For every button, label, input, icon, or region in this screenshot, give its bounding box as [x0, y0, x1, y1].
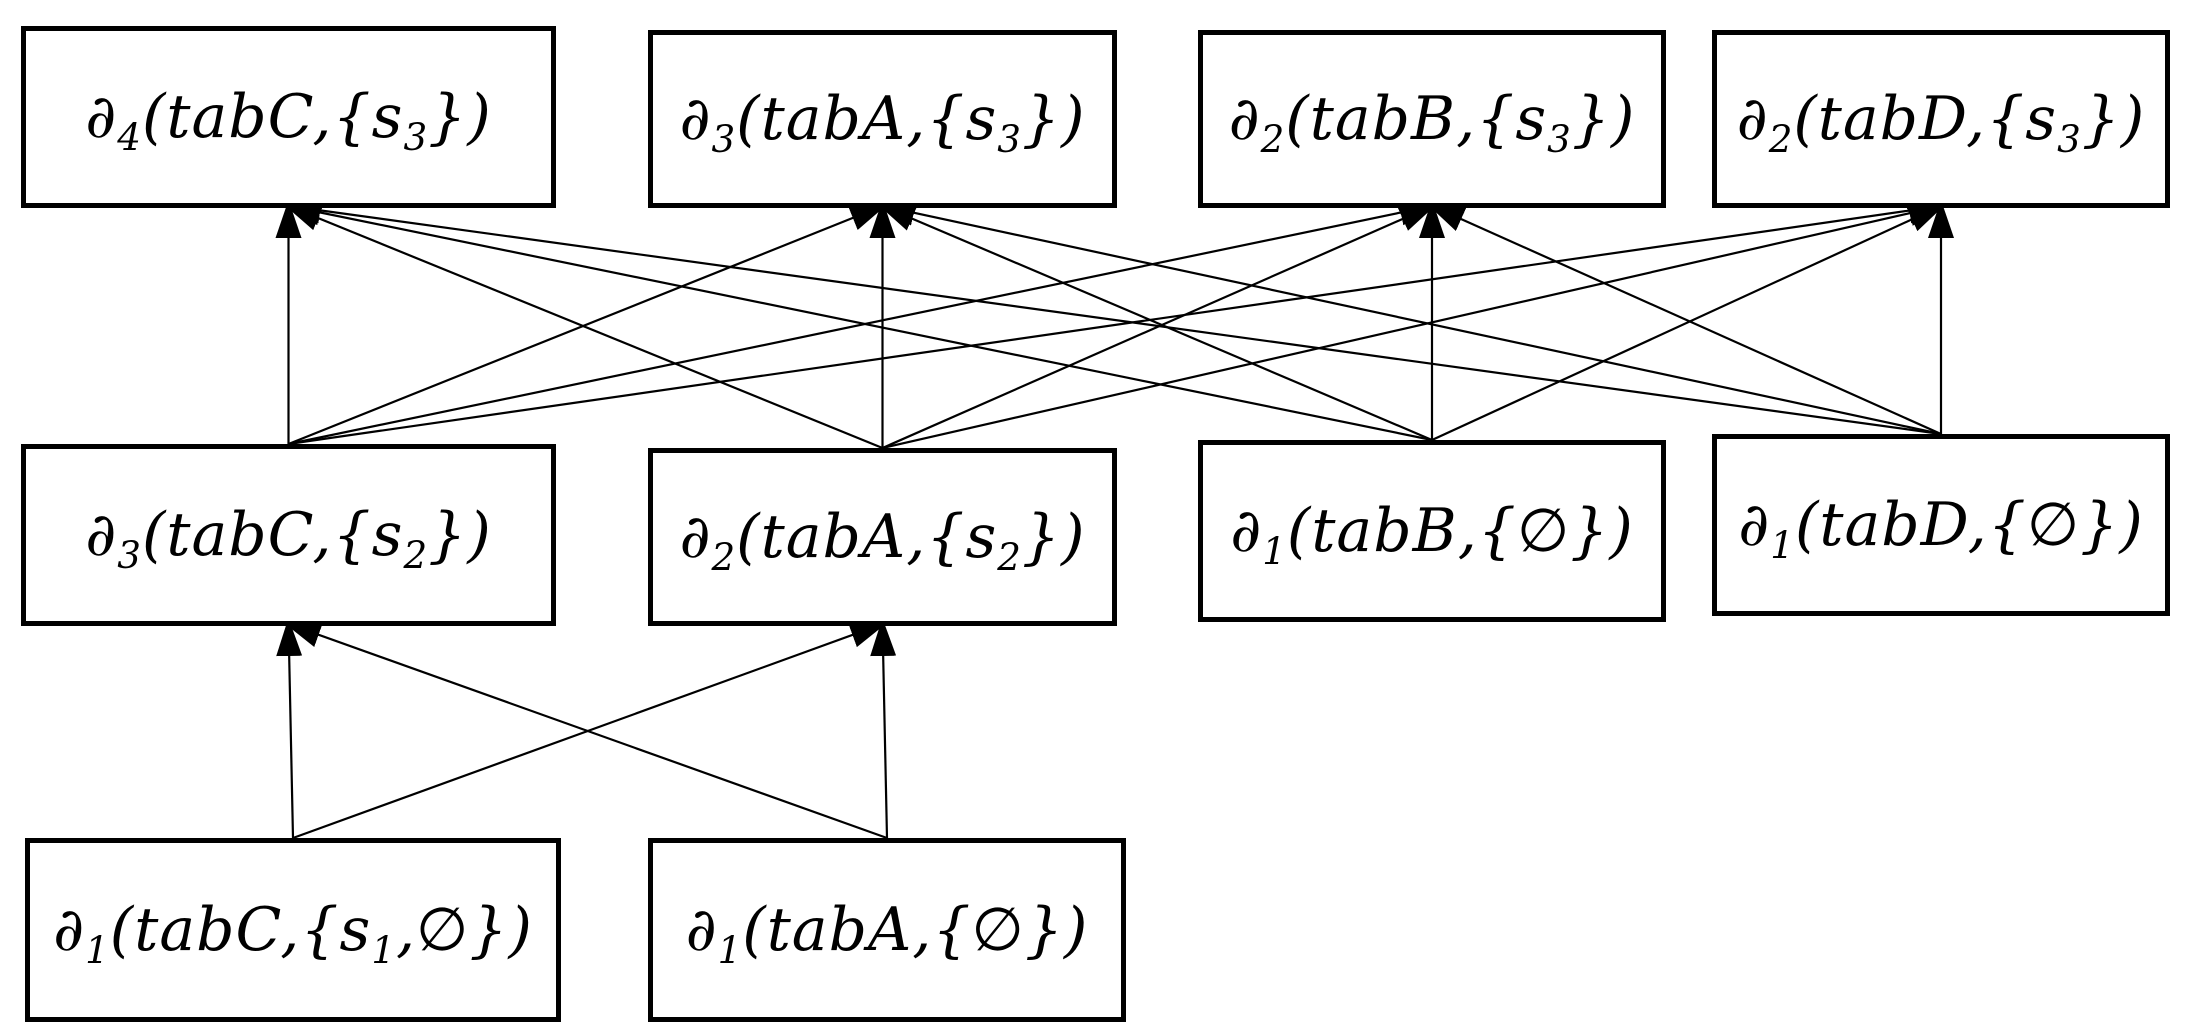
- label-text: }): [1021, 84, 1086, 154]
- edge-m1-t2: [288, 203, 889, 446]
- label-text: (tabD,{: [1793, 84, 2026, 154]
- edge-b2-m2: [870, 618, 897, 839]
- edge-m1-t4: [288, 197, 1947, 446]
- label-text: s: [2025, 84, 2058, 154]
- label-text: }): [1571, 84, 1636, 154]
- label-text: }): [428, 500, 492, 570]
- edge-m3-t4: [1431, 203, 1947, 441]
- edge-m3-t1: [282, 199, 1433, 442]
- label-text: ∂: [53, 895, 86, 965]
- label-text: (tabD,{∅}): [1794, 490, 2144, 560]
- node-label: ∂4(tabC,{s3}): [85, 82, 492, 156]
- edge-m3-t2: [876, 203, 1433, 442]
- node-label: ∂3(tabC,{s2}): [85, 500, 492, 574]
- label-text: ∂: [679, 84, 712, 154]
- label-text: (tabC,{: [109, 895, 340, 965]
- node-d2-tabA-s2: ∂2(tabA,{s2}): [648, 448, 1117, 626]
- edge-m1-t3: [288, 199, 1438, 446]
- label-text: ∂: [1736, 84, 1769, 154]
- edge-m4-t2: [876, 200, 1942, 436]
- edge-m4-t1: [282, 197, 1942, 436]
- label-sub: 1: [717, 928, 743, 972]
- label-sub: 3: [403, 115, 429, 159]
- node-d1-tabB-empty: ∂1(tabB,{∅}): [1198, 440, 1666, 622]
- label-sub: 3: [997, 117, 1022, 161]
- label-text: ,∅}): [395, 895, 533, 965]
- label-sub: 2: [1260, 117, 1286, 161]
- edge-b2-m1: [282, 621, 888, 840]
- label-sub: 3: [1547, 117, 1572, 161]
- node-d4-tabC-s3: ∂4(tabC,{s3}): [21, 26, 556, 208]
- node-label: ∂1(tabD,{∅}): [1738, 490, 2144, 564]
- label-text: }): [428, 82, 492, 152]
- node-label: ∂2(tabB,{s3}): [1228, 84, 1636, 158]
- label-sub: 1: [371, 928, 396, 972]
- edge-m2-t1: [282, 203, 883, 450]
- label-text: ∂: [85, 500, 118, 570]
- edge-b1-m1: [276, 618, 303, 839]
- label-text: (tabB,{∅}): [1286, 496, 1634, 566]
- label-text: (tabB,{: [1285, 84, 1516, 154]
- label-text: s: [965, 84, 998, 154]
- label-text: s: [371, 500, 404, 570]
- node-d3-tabC-s2: ∂3(tabC,{s2}): [21, 444, 556, 626]
- label-sub: 2: [1768, 117, 1794, 161]
- label-sub: 2: [711, 535, 737, 579]
- label-text: (tabA,{: [736, 502, 966, 572]
- label-text: ∂: [685, 895, 718, 965]
- node-d1-tabD-empty: ∂1(tabD,{∅}): [1712, 434, 2170, 616]
- node-label: ∂1(tabC,{s1,∅}): [53, 895, 533, 969]
- label-sub: 3: [117, 533, 142, 577]
- label-text: s: [1515, 84, 1548, 154]
- label-sub: 2: [997, 535, 1022, 579]
- node-d3-tabA-s3: ∂3(tabA,{s3}): [648, 30, 1117, 208]
- label-text: ∂: [1738, 490, 1771, 560]
- label-text: s: [965, 502, 998, 572]
- label-text: (tabA,{: [736, 84, 966, 154]
- label-text: s: [339, 895, 372, 965]
- node-label: ∂3(tabA,{s3}): [679, 84, 1086, 158]
- label-text: (tabC,{: [141, 82, 372, 152]
- label-text: }): [1021, 502, 1086, 572]
- node-d2-tabD-s3: ∂2(tabD,{s3}): [1712, 30, 2170, 208]
- label-text: ∂: [1230, 496, 1263, 566]
- label-text: ∂: [1228, 84, 1261, 154]
- edge-m2-t4: [882, 200, 1947, 450]
- label-text: s: [371, 82, 404, 152]
- node-d1-tabA-empty: ∂1(tabA,{∅}): [648, 838, 1126, 1022]
- label-sub: 3: [711, 117, 737, 161]
- label-sub: 2: [403, 533, 429, 577]
- node-label: ∂1(tabB,{∅}): [1230, 496, 1634, 570]
- label-text: (tabA,{∅}): [742, 895, 1089, 965]
- label-text: ∂: [679, 502, 712, 572]
- label-sub: 1: [1770, 523, 1795, 567]
- edge-m4-t3: [1426, 203, 1942, 436]
- label-text: (tabC,{: [141, 500, 372, 570]
- node-label: ∂2(tabD,{s3}): [1736, 84, 2146, 158]
- node-label: ∂2(tabA,{s2}): [679, 502, 1086, 576]
- label-sub: 3: [2057, 117, 2082, 161]
- label-sub: 1: [1262, 529, 1287, 573]
- node-d1-tabC-s1-empty: ∂1(tabC,{s1,∅}): [25, 838, 561, 1022]
- label-sub: 4: [117, 115, 142, 159]
- node-label: ∂1(tabA,{∅}): [685, 895, 1089, 969]
- label-text: }): [2081, 84, 2146, 154]
- label-sub: 1: [85, 928, 110, 972]
- edge-m2-t3: [882, 203, 1438, 450]
- node-d2-tabB-s3: ∂2(tabB,{s3}): [1198, 30, 1666, 208]
- label-text: ∂: [85, 82, 118, 152]
